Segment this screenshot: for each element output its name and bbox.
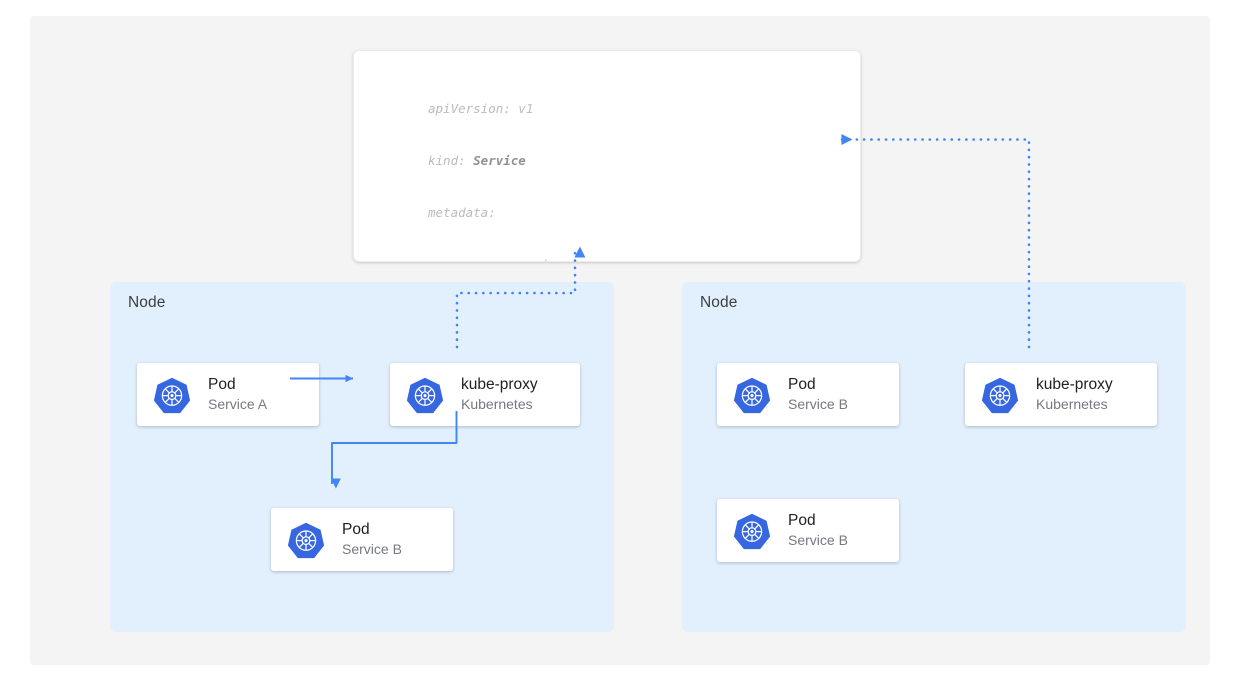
- card-text: kube-proxy Kubernetes: [461, 375, 538, 414]
- card-title: kube-proxy: [1036, 376, 1113, 393]
- service-manifest-card: apiVersion: v1 kind: Service metadata: n…: [353, 50, 861, 262]
- yaml-kind-key: kind:: [428, 153, 474, 169]
- card-title: kube-proxy: [461, 376, 538, 393]
- kubernetes-icon: [153, 376, 191, 414]
- card-pod-service-a[interactable]: Pod Service A: [137, 363, 319, 426]
- kubernetes-icon: [733, 512, 771, 550]
- card-subtitle: Service B: [788, 396, 848, 412]
- card-title: Pod: [788, 512, 816, 529]
- kubernetes-icon: [733, 376, 771, 414]
- card-subtitle: Service B: [788, 532, 848, 548]
- kubernetes-icon: [406, 376, 444, 414]
- card-pod-service-b-left[interactable]: Pod Service B: [271, 508, 453, 571]
- node-right-label: Node: [700, 294, 738, 311]
- diagram-canvas: apiVersion: v1 kind: Service metadata: n…: [30, 16, 1210, 665]
- kubernetes-icon: [981, 376, 1019, 414]
- card-text: kube-proxy Kubernetes: [1036, 375, 1113, 414]
- card-title: Pod: [788, 376, 816, 393]
- card-text: Pod Service B: [342, 520, 402, 559]
- card-subtitle: Kubernetes: [1036, 396, 1108, 412]
- card-kube-proxy-right[interactable]: kube-proxy Kubernetes: [965, 363, 1157, 426]
- card-subtitle: Kubernetes: [461, 396, 533, 412]
- node-left: Node: [110, 282, 614, 632]
- card-title: Pod: [208, 376, 236, 393]
- yaml-line-kind: kind: Service: [428, 152, 737, 169]
- node-right: Node: [682, 282, 1186, 632]
- card-text: Pod Service B: [788, 511, 848, 550]
- card-subtitle: Service B: [342, 541, 402, 557]
- yaml-line-apiversion: apiVersion: v1: [428, 100, 534, 116]
- service-manifest-text: apiVersion: v1 kind: Service metadata: n…: [428, 65, 737, 261]
- card-pod-service-b-right-bottom[interactable]: Pod Service B: [717, 499, 899, 562]
- card-text: Pod Service B: [788, 375, 848, 414]
- card-kube-proxy-left[interactable]: kube-proxy Kubernetes: [390, 363, 580, 426]
- card-pod-service-b-right-top[interactable]: Pod Service B: [717, 363, 899, 426]
- yaml-line-name: name: my-service: [428, 256, 737, 261]
- card-subtitle: Service A: [208, 396, 268, 412]
- yaml-kind-value: Service: [473, 153, 526, 169]
- kubernetes-icon: [287, 521, 325, 559]
- yaml-line-metadata: metadata:: [428, 205, 496, 221]
- card-text: Pod Service A: [208, 375, 267, 414]
- node-left-label: Node: [128, 294, 166, 311]
- card-title: Pod: [342, 521, 370, 538]
